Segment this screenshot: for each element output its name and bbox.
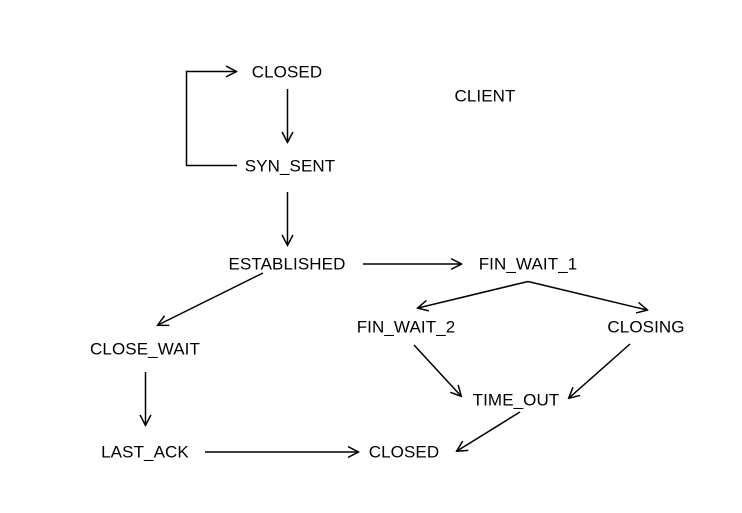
edge-syn-sent-to-closed (185, 72, 238, 167)
state-node-syn-sent[interactable]: SYN_SENT (244, 156, 336, 176)
state-node-closing[interactable]: CLOSING (607, 317, 685, 337)
state-node-close-wait[interactable]: CLOSE_WAIT (90, 339, 200, 359)
state-node-closed-top[interactable]: CLOSED (251, 62, 323, 82)
edge-established-to-close-wait (158, 272, 264, 325)
edge-time-out-to-closed (457, 411, 521, 451)
state-node-fin-wait-1[interactable]: FIN_WAIT_1 (478, 254, 578, 274)
edge-closing-to-time-out (569, 343, 631, 398)
group-label-client: CLIENT (454, 86, 516, 106)
state-node-established[interactable]: ESTABLISHED (228, 254, 346, 274)
edge-fin-wait-1-to-closing (527, 280, 647, 311)
state-node-time-out[interactable]: TIME_OUT (472, 390, 560, 410)
state-node-last-ack[interactable]: LAST_ACK (101, 442, 189, 462)
state-node-fin-wait-2[interactable]: FIN_WAIT_2 (356, 317, 456, 337)
edge-fin-wait-2-to-time-out (413, 344, 461, 396)
state-node-closed-bottom[interactable]: CLOSED (368, 442, 440, 462)
edge-fin-wait-1-to-fin-wait-2 (418, 280, 529, 309)
